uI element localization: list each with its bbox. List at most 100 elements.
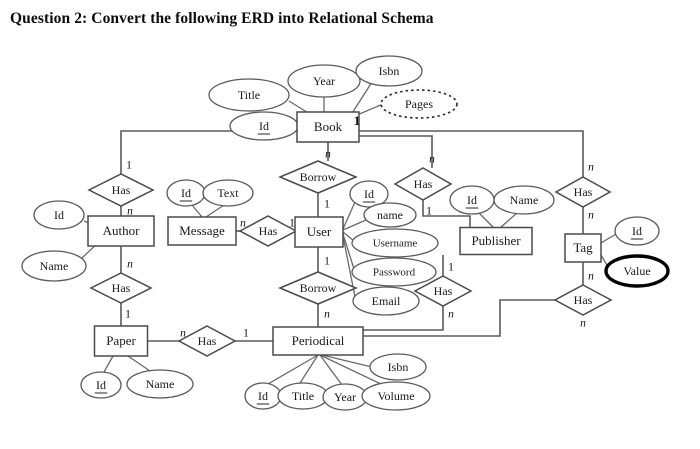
- cardinality-card-paper-has-n: n: [180, 328, 186, 340]
- cardinality-card-hastag-tag-n: n: [588, 210, 594, 222]
- cardinality-card-has-periodical-one: 1: [243, 328, 249, 340]
- attribute-book-isbn[interactable]: Isbn: [355, 55, 423, 87]
- page-title: Question 2: Convert the following ERD in…: [10, 10, 434, 27]
- cardinality-card-haspub-pub-one: 1: [426, 206, 432, 218]
- relationship-label: Has: [112, 281, 131, 295]
- entity-label: Paper: [106, 333, 136, 348]
- attribute-label: Id: [467, 193, 477, 207]
- relationship-user-periodical-borrow[interactable]: Borrow: [278, 271, 358, 305]
- attribute-label: Id: [54, 208, 64, 222]
- relationship-author-paper-has[interactable]: Has: [89, 272, 153, 304]
- attribute-periodical-isbn[interactable]: Isbn: [369, 353, 427, 381]
- attribute-periodical-year[interactable]: Year: [322, 383, 368, 411]
- attribute-label: Name: [40, 259, 69, 273]
- cardinality-card-has-paper-one: 1: [125, 309, 131, 321]
- attribute-book-title[interactable]: Title: [208, 78, 290, 112]
- attribute-user-id[interactable]: Id: [349, 180, 389, 208]
- attribute-label: Isbn: [379, 64, 400, 78]
- entity-message[interactable]: Message: [167, 216, 237, 246]
- entity-publisher[interactable]: Publisher: [459, 226, 533, 256]
- attribute-publisher-name[interactable]: Name: [493, 185, 555, 215]
- cardinality-card-pub-has2-one: 1: [448, 262, 454, 274]
- cardinality-card-has2-periodical-n: n: [448, 309, 454, 321]
- entity-user[interactable]: User: [294, 216, 344, 248]
- attribute-label: Volume: [377, 389, 414, 403]
- relationship-label: Has: [259, 224, 278, 238]
- attribute-author-name[interactable]: Name: [21, 250, 87, 282]
- relationship-publisher-periodical-has[interactable]: Has: [413, 275, 473, 307]
- relationship-paper-periodical-has[interactable]: Has: [177, 325, 237, 357]
- relationship-book-publisher-has[interactable]: Has: [393, 167, 453, 201]
- attribute-periodical-title[interactable]: Title: [277, 382, 329, 410]
- attribute-periodical-volume[interactable]: Volume: [361, 381, 431, 411]
- attribute-tag-id[interactable]: Id: [614, 216, 660, 246]
- attribute-book-year[interactable]: Year: [287, 64, 361, 98]
- relationship-book-user-borrow[interactable]: Borrow: [278, 160, 358, 194]
- attribute-label: Title: [292, 389, 314, 403]
- attribute-label: Isbn: [388, 360, 409, 374]
- attribute-label: Password: [373, 267, 416, 279]
- attribute-user-password[interactable]: Password: [351, 257, 437, 287]
- entity-author[interactable]: Author: [87, 215, 155, 247]
- attribute-label: Title: [238, 88, 260, 102]
- attribute-message-text[interactable]: Text: [202, 179, 254, 207]
- attribute-periodical-id[interactable]: Id: [244, 382, 282, 410]
- cardinality-card-message-has-n: n: [240, 218, 246, 230]
- cardinality-card-book-haspub-n: n: [429, 154, 435, 166]
- attribute-tag-value[interactable]: Value: [604, 254, 670, 288]
- cardinality-card-has-user-one: 1: [289, 218, 295, 230]
- attribute-author-id[interactable]: Id: [33, 200, 85, 230]
- relationship-book-tag-has[interactable]: Has: [554, 176, 612, 208]
- attribute-user-name[interactable]: name: [363, 202, 417, 228]
- relationship-tag-periodical-has[interactable]: Has: [553, 284, 613, 316]
- attribute-user-username[interactable]: Username: [351, 228, 439, 258]
- relationship-label: Has: [574, 185, 593, 199]
- cardinality-card-book-isbn-one: 1: [354, 113, 361, 128]
- entity-label: Message: [179, 223, 225, 238]
- entity-book[interactable]: Book: [296, 111, 360, 143]
- attribute-book-pages[interactable]: Pages: [380, 89, 458, 119]
- attribute-message-id[interactable]: Id: [166, 179, 206, 207]
- relationship-label: Borrow: [300, 281, 337, 295]
- relationship-label: Has: [414, 177, 433, 191]
- entity-label: Author: [103, 223, 141, 238]
- cardinality-card-user-borrow2-one: 1: [324, 256, 330, 268]
- entity-tag[interactable]: Tag: [564, 233, 602, 263]
- attribute-label: name: [377, 208, 403, 222]
- cardinality-card-author-has-n: n: [127, 259, 133, 271]
- cardinality-card-tag-has3-n: n: [588, 271, 594, 283]
- cardinality-card-borrow2-periodical-n: n: [324, 309, 330, 321]
- entity-label: Publisher: [471, 233, 521, 248]
- attribute-label: Year: [334, 390, 356, 404]
- cardinality-card-book-hastag-n: n: [588, 162, 594, 174]
- attribute-label: Year: [313, 74, 335, 88]
- entity-periodical[interactable]: Periodical: [272, 326, 364, 356]
- attribute-label: Id: [364, 187, 374, 201]
- relationship-message-user-has[interactable]: Has: [238, 215, 298, 247]
- attribute-label: Id: [181, 186, 191, 200]
- cardinality-card-has3-periodical-n: n: [580, 318, 586, 330]
- entity-label: Tag: [573, 240, 593, 255]
- relationship-label: Borrow: [300, 170, 337, 184]
- relationship-author-book-has[interactable]: Has: [87, 173, 155, 207]
- attribute-book-id[interactable]: Id: [229, 111, 299, 141]
- attribute-label: Id: [258, 389, 268, 403]
- relationship-label: Has: [434, 284, 453, 298]
- attribute-label: Value: [623, 264, 650, 278]
- attribute-label: Id: [96, 378, 106, 392]
- attribute-publisher-id[interactable]: Id: [449, 185, 495, 215]
- entity-label: Periodical: [292, 333, 345, 348]
- attribute-paper-name[interactable]: Name: [126, 369, 194, 399]
- cardinality-card-book-borrow-n: n: [325, 149, 331, 161]
- entity-paper[interactable]: Paper: [93, 325, 149, 357]
- relationship-label: Has: [574, 293, 593, 307]
- attribute-paper-id[interactable]: Id: [80, 371, 122, 399]
- attribute-label: Name: [510, 193, 539, 207]
- cardinality-card-has-author-top: 1: [126, 160, 132, 172]
- attribute-user-email[interactable]: Email: [352, 286, 420, 316]
